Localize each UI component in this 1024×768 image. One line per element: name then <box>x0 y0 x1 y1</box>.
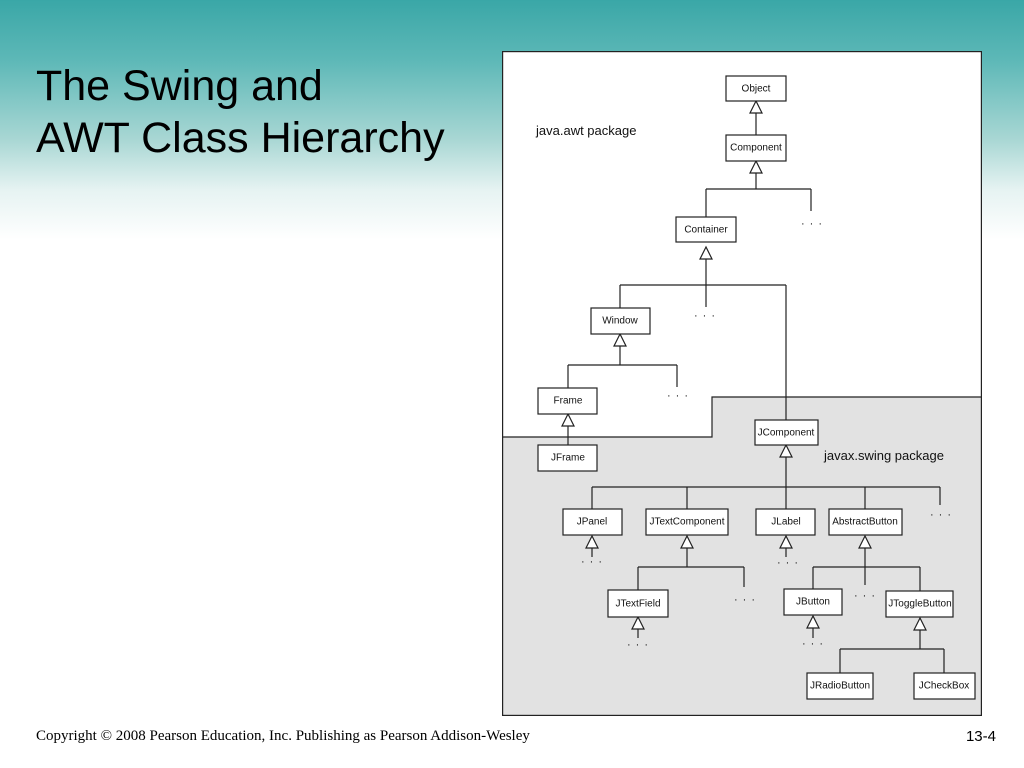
class-box-jlabel: JLabel <box>755 508 816 536</box>
class-label-jtextcomponent: JTextComponent <box>649 517 724 528</box>
class-box-abstractbutton: AbstractButton <box>828 508 903 536</box>
class-label-abstractbutton: AbstractButton <box>832 517 898 528</box>
ellipsis: · · · <box>694 310 716 322</box>
class-box-jpanel: JPanel <box>562 508 623 536</box>
ellipsis: · · · <box>801 218 823 230</box>
inherits-arrow <box>749 99 763 114</box>
inherits-arrow <box>806 614 820 629</box>
diagram-border <box>502 51 982 716</box>
class-box-container: Container <box>675 216 737 243</box>
inherits-arrow <box>779 534 793 549</box>
class-box-frame: Frame <box>537 387 598 415</box>
class-label-jframe: JFrame <box>551 453 585 464</box>
package-boundary-line <box>502 396 982 438</box>
inherits-arrow <box>680 534 694 549</box>
inherits-arrow <box>779 443 793 458</box>
class-label-object: Object <box>742 84 771 95</box>
class-label-container: Container <box>684 225 728 236</box>
class-box-jcheckbox: JCheckBox <box>913 672 976 700</box>
class-label-frame: Frame <box>554 396 583 407</box>
inherits-arrow <box>561 412 575 427</box>
class-hierarchy-svg: .cls-box { fill: #ffffff; stroke: #222; … <box>502 51 982 716</box>
class-box-jradiobutton: JRadioButton <box>806 672 874 700</box>
class-box-jtogglebutton: JToggleButton <box>885 590 954 618</box>
class-label-component: Component <box>730 143 782 154</box>
slide-title-line-1: The Swing and <box>36 62 323 110</box>
class-label-jtogglebutton: JToggleButton <box>888 599 951 610</box>
swing-package-label: javax.swing package <box>823 448 944 463</box>
swing-package-region <box>502 397 982 716</box>
class-label-jcheckbox: JCheckBox <box>919 681 970 692</box>
class-label-window: Window <box>602 316 638 327</box>
inherits-arrow <box>858 534 872 549</box>
inherits-arrow <box>699 245 713 260</box>
page-number: 13-4 <box>965 728 996 745</box>
inherits-arrow <box>913 616 927 631</box>
inherits-arrow <box>613 332 627 347</box>
class-box-window: Window <box>590 307 651 335</box>
class-label-jbutton: JButton <box>796 597 830 608</box>
slide-title: The Swing and AWT Class Hierarchy <box>36 60 445 164</box>
ellipsis: · · · <box>627 639 649 651</box>
slide-title-line-2: AWT Class Hierarchy <box>36 114 445 162</box>
class-label-jtextfield: JTextField <box>615 599 660 610</box>
class-box-jbutton: JButton <box>783 588 843 616</box>
class-label-jcomponent: JComponent <box>758 428 815 439</box>
awt-package-label: java.awt package <box>535 123 636 138</box>
class-box-jtextcomponent: JTextComponent <box>645 508 729 536</box>
class-box-component: Component <box>725 134 787 162</box>
class-box-jcomponent: JComponent <box>754 419 819 446</box>
class-label-jlabel: JLabel <box>771 517 800 528</box>
inherits-arrow <box>749 159 763 174</box>
ellipsis: · · · <box>581 556 603 568</box>
class-box-object: Object <box>725 75 787 102</box>
class-label-jpanel: JPanel <box>577 517 608 528</box>
class-label-jradiobutton: JRadioButton <box>810 681 870 692</box>
ellipsis: · · · <box>734 594 756 606</box>
ellipsis: · · · <box>930 509 952 521</box>
class-box-jframe: JFrame <box>537 444 598 472</box>
ellipsis: · · · <box>777 557 799 569</box>
inherits-arrow <box>631 615 645 630</box>
copyright-notice: Copyright © 2008 Pearson Education, Inc.… <box>36 728 530 744</box>
class-hierarchy-diagram: .cls-box { fill: #ffffff; stroke: #222; … <box>502 51 982 716</box>
class-box-jtextfield: JTextField <box>607 589 669 618</box>
inherits-arrow <box>585 534 599 549</box>
ellipsis: · · · <box>854 590 876 602</box>
ellipsis: · · · <box>667 390 689 402</box>
ellipsis: · · · <box>802 638 824 650</box>
